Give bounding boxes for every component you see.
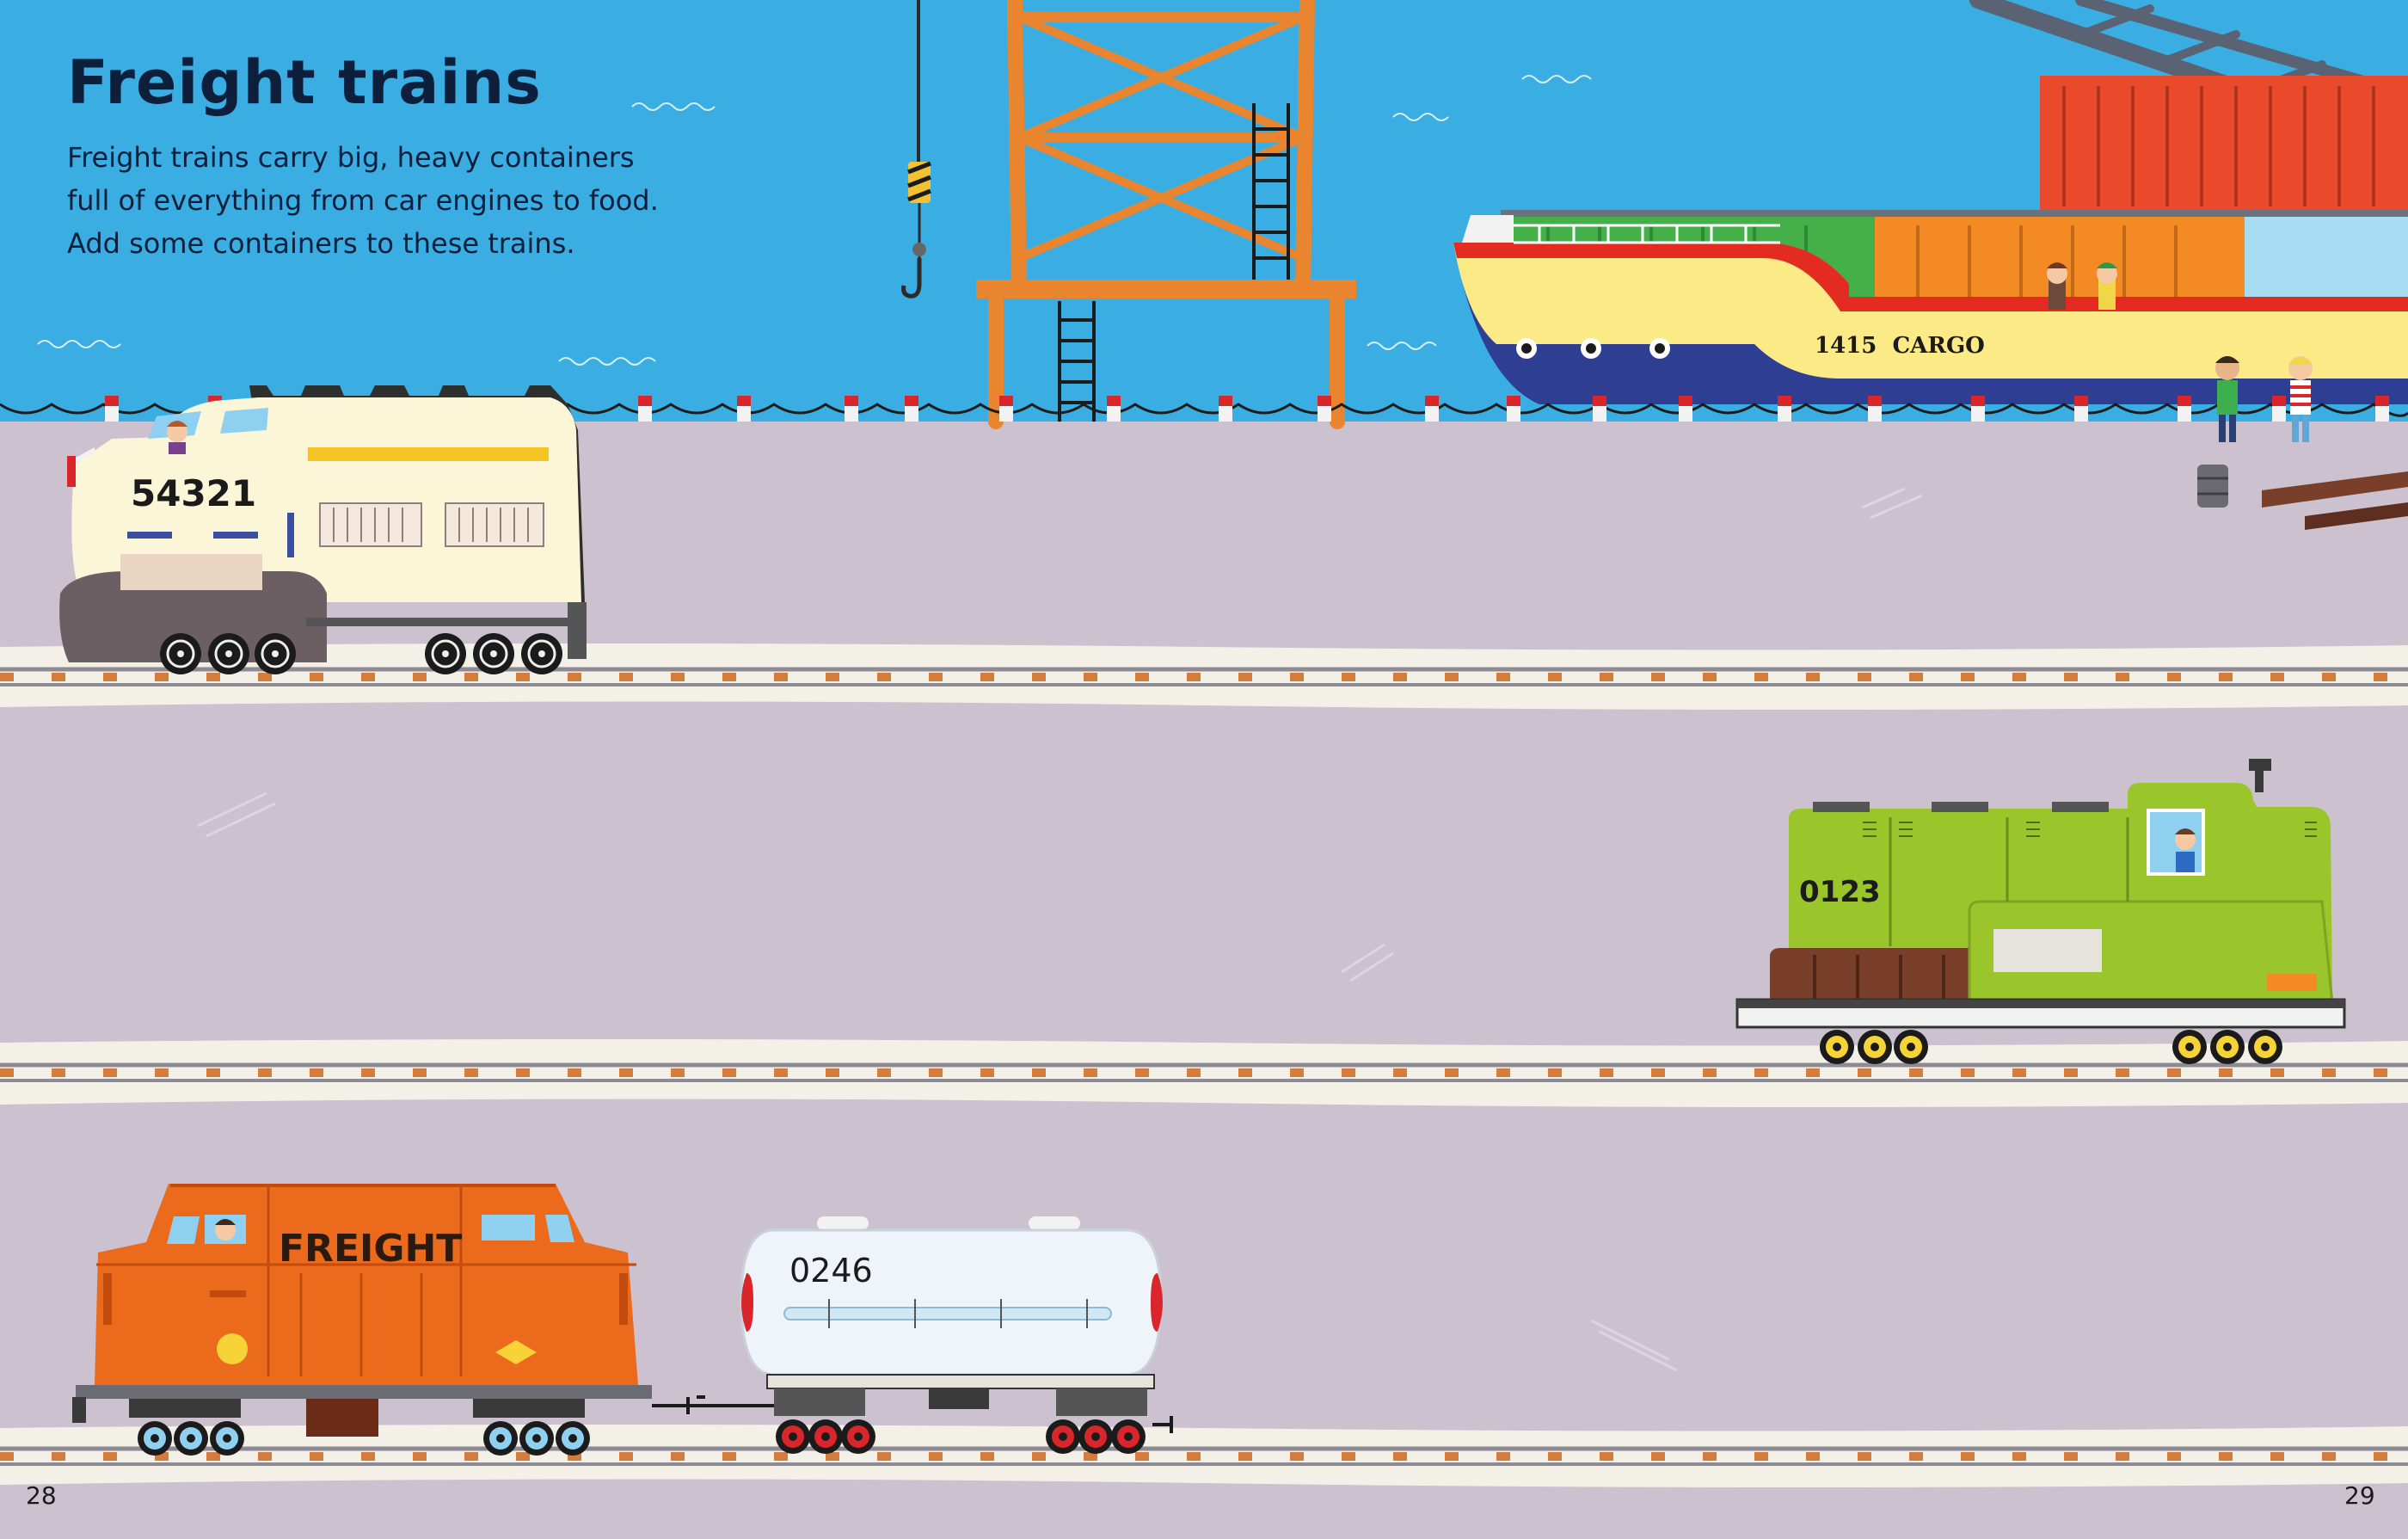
track-3: [0, 1425, 2408, 1487]
page-number-left: 28: [26, 1481, 57, 1510]
cargo-ship: [1453, 215, 2408, 404]
intro-line: Freight trains carry big, heavy containe…: [67, 141, 635, 174]
crane-hook-icon: [901, 0, 931, 299]
orange-locomotive: [72, 1184, 774, 1456]
crane-ladders: [1058, 103, 1290, 422]
water-ripples: [37, 75, 1592, 366]
green-locomotive-number: 0123: [1799, 875, 1881, 909]
track-1: [0, 643, 2408, 710]
ship-name: 1415 CARGO: [1815, 333, 1985, 359]
container-stack: [1501, 76, 2408, 323]
sailors-on-deck: [2047, 262, 2117, 310]
dock-workers: [2215, 356, 2313, 442]
cream-locomotive: [59, 385, 587, 676]
page-title: Freight trains: [67, 47, 542, 118]
track-2: [0, 1039, 2408, 1107]
tank-car-number: 0246: [789, 1252, 873, 1290]
orange-locomotive-label: FREIGHT: [279, 1227, 462, 1271]
timber-planks: [2262, 471, 2408, 530]
cream-locomotive-number: 54321: [131, 472, 256, 514]
barrel-icon: [2197, 465, 2228, 508]
green-locomotive: [1735, 759, 2346, 1064]
intro-line: full of everything from car engines to f…: [67, 184, 659, 217]
ground-scratches: [197, 487, 1923, 1372]
page-number-right: 29: [2344, 1481, 2375, 1510]
intro-line: Add some containers to these trains.: [67, 227, 575, 260]
intro-text: Freight trains carry big, heavy containe…: [67, 136, 841, 265]
tank-car: [740, 1216, 1173, 1454]
